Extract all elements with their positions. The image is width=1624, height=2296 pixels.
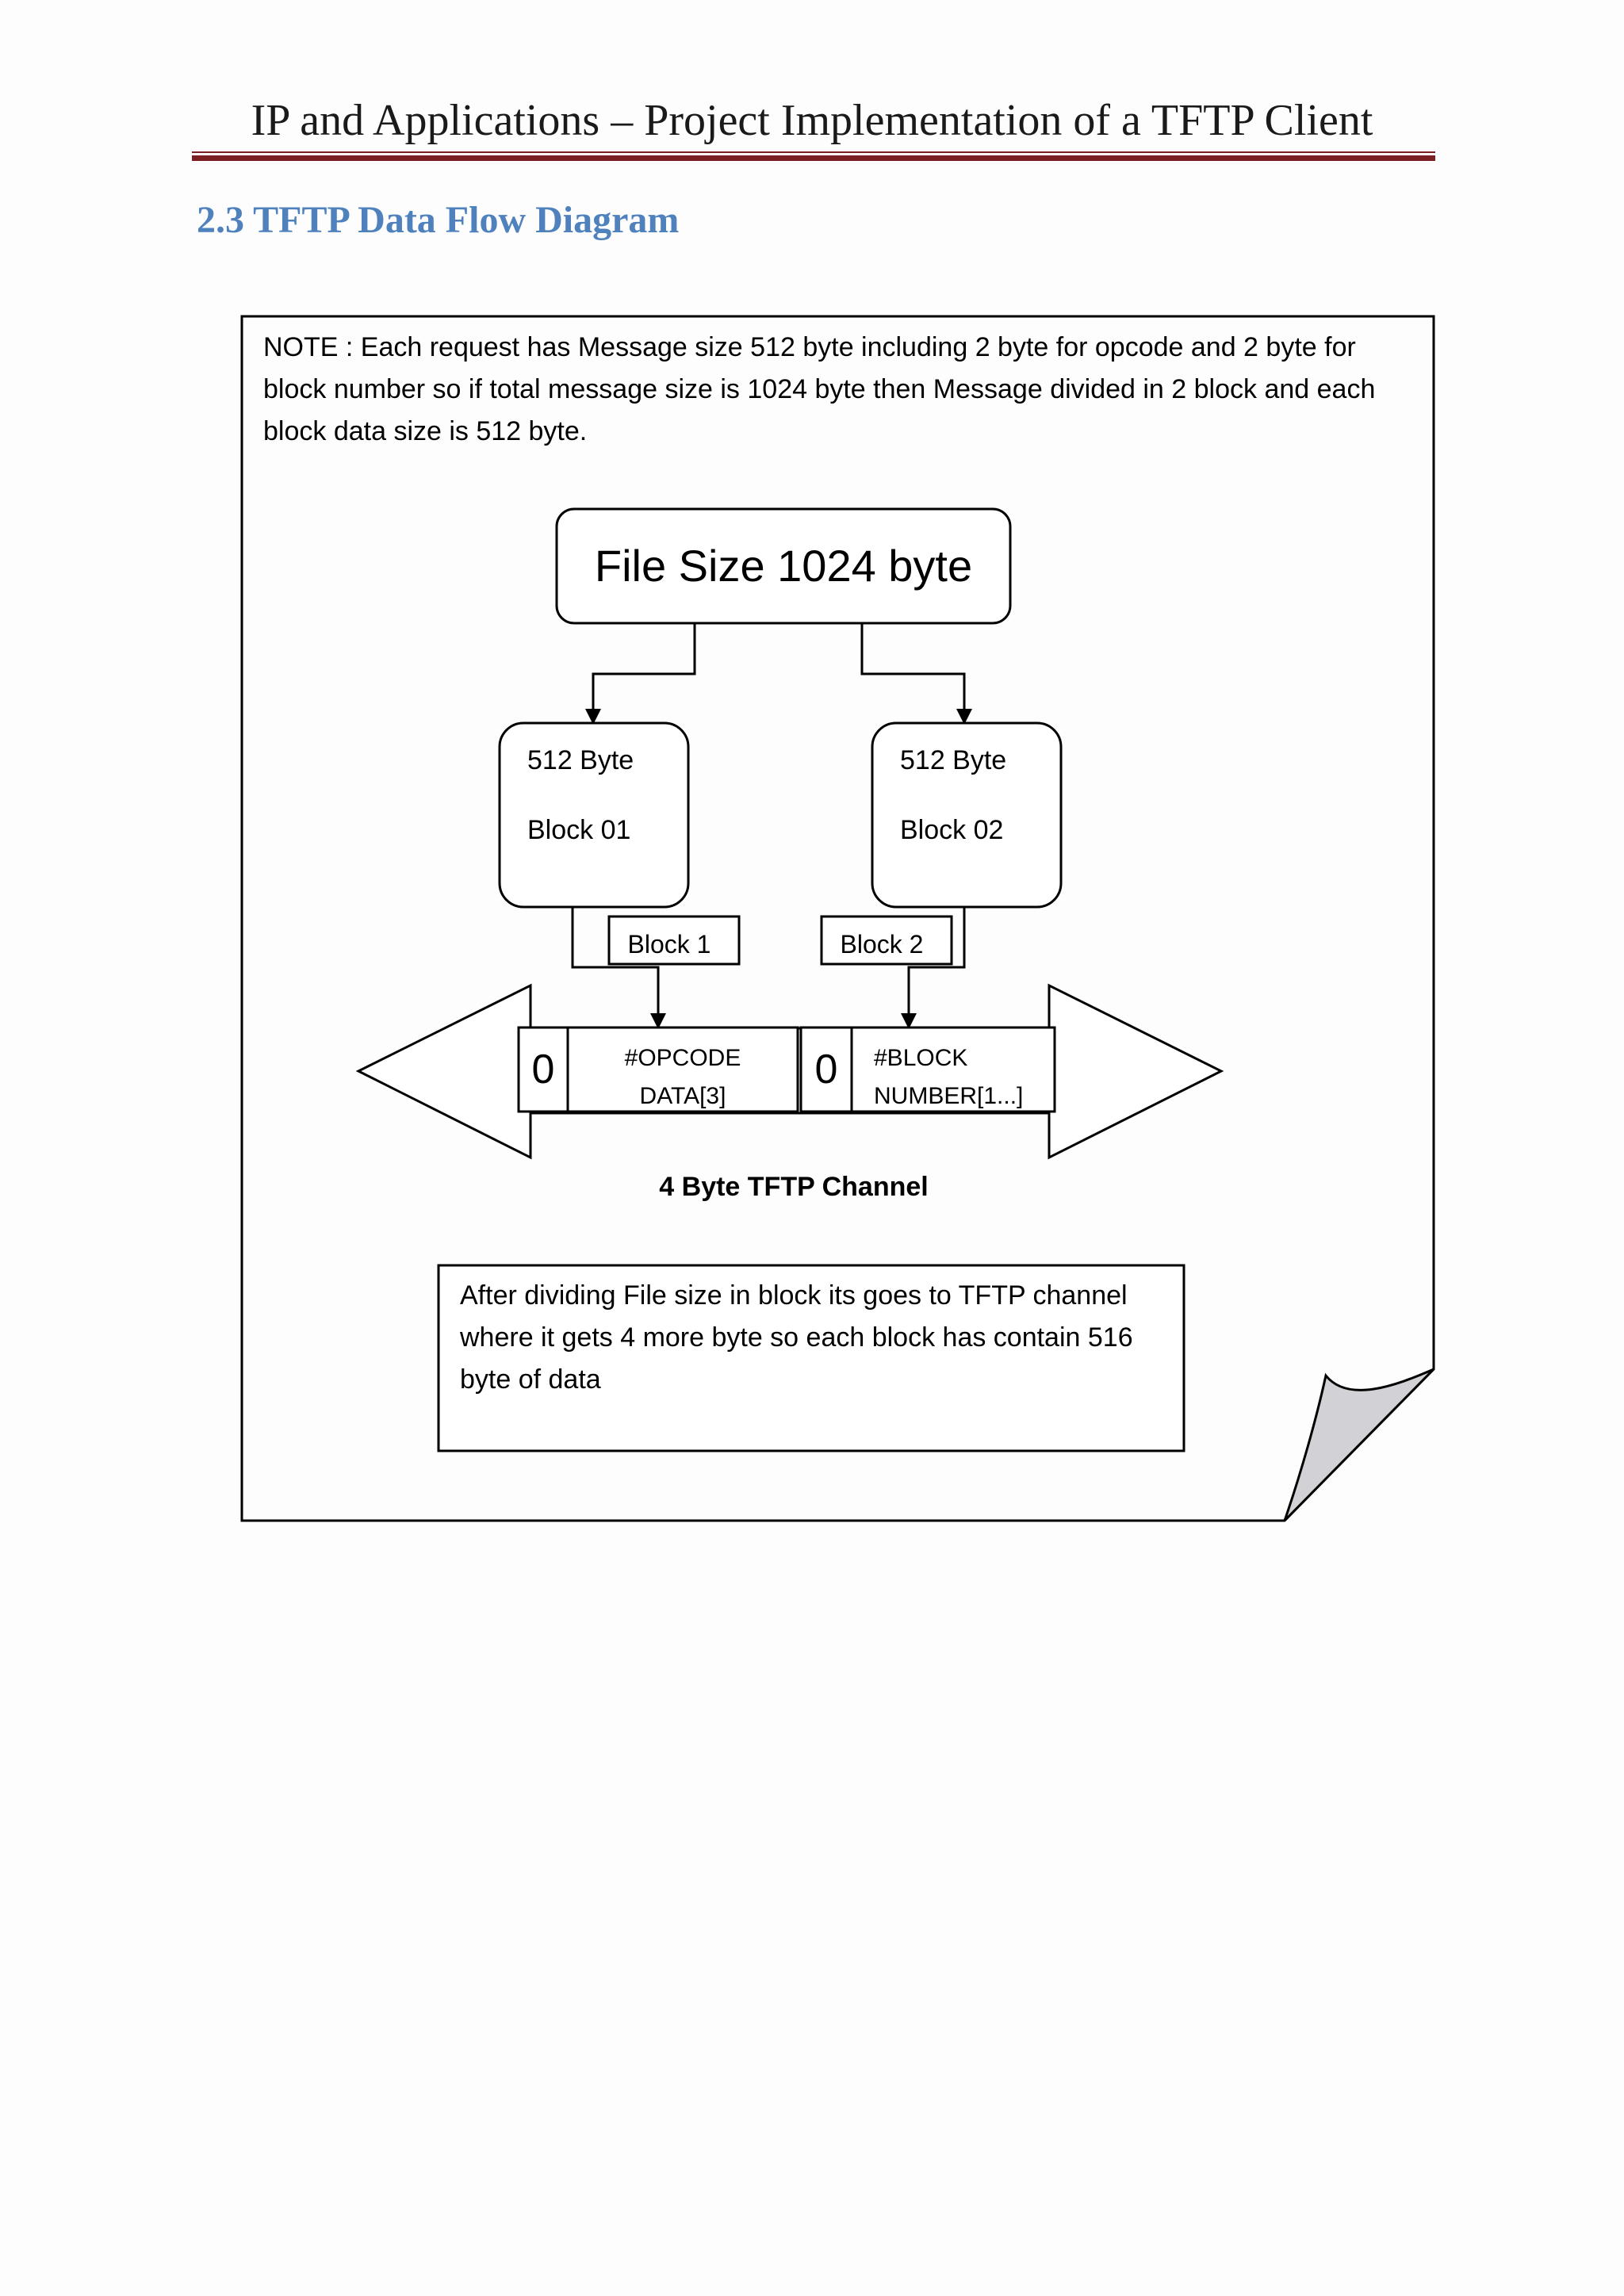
block-2-tag-label: Block 2	[841, 930, 924, 959]
channel-label: 4 Byte TFTP Channel	[659, 1172, 928, 1202]
caption-text: After dividing File size in block its go…	[460, 1280, 1133, 1395]
block-01-name: Block 01	[527, 815, 630, 845]
block-02-name: Block 02	[900, 815, 1003, 845]
header-rule-thick	[192, 155, 1435, 161]
packet-cell-opcode	[566, 1026, 799, 1113]
packet-cell-block-number	[850, 1026, 1056, 1113]
section-heading: 2.3 TFTP Data Flow Diagram	[197, 199, 680, 241]
packet-cell-opcode-line1: #OPCODE	[625, 1045, 741, 1071]
arrowhead-icon	[650, 1013, 666, 1029]
arrowhead-icon	[956, 709, 972, 725]
packet-cell-block-line2: NUMBER[1...]	[874, 1083, 1023, 1109]
block-01-box	[498, 721, 690, 909]
packet-cell-zero-right-label: 0	[815, 1047, 838, 1093]
connector-block-01-to-channel	[571, 907, 660, 1016]
block-2-tag-box	[820, 915, 953, 966]
packet-cell-zero-right	[799, 1026, 853, 1113]
block-02-box	[871, 721, 1063, 909]
block-01-size: 512 Byte	[527, 745, 634, 775]
block-02-size: 512 Byte	[900, 745, 1006, 775]
connector-block-02-to-channel	[907, 907, 966, 1016]
file-size-box	[555, 507, 1012, 625]
file-size-label: File Size 1024 byte	[595, 541, 972, 591]
block-1-tag-box	[607, 915, 741, 966]
header-rule-thin	[192, 151, 1435, 153]
connector-file-to-block-02	[860, 623, 966, 712]
caption-box	[437, 1264, 1185, 1452]
note-text: NOTE : Each request has Message size 512…	[263, 332, 1376, 446]
block-1-tag-label: Block 1	[628, 930, 711, 959]
arrowhead-icon	[585, 709, 601, 725]
packet-cell-block-line1: #BLOCK	[874, 1045, 967, 1071]
arrowhead-icon	[901, 1013, 917, 1029]
page-header-title: IP and Applications – Project Implementa…	[251, 96, 1373, 145]
page-curl-icon	[1283, 1368, 1435, 1522]
connector-file-to-block-01	[592, 623, 696, 712]
packet-cell-zero-left-label: 0	[532, 1047, 555, 1093]
packet-cell-opcode-line2: DATA[3]	[640, 1083, 726, 1109]
